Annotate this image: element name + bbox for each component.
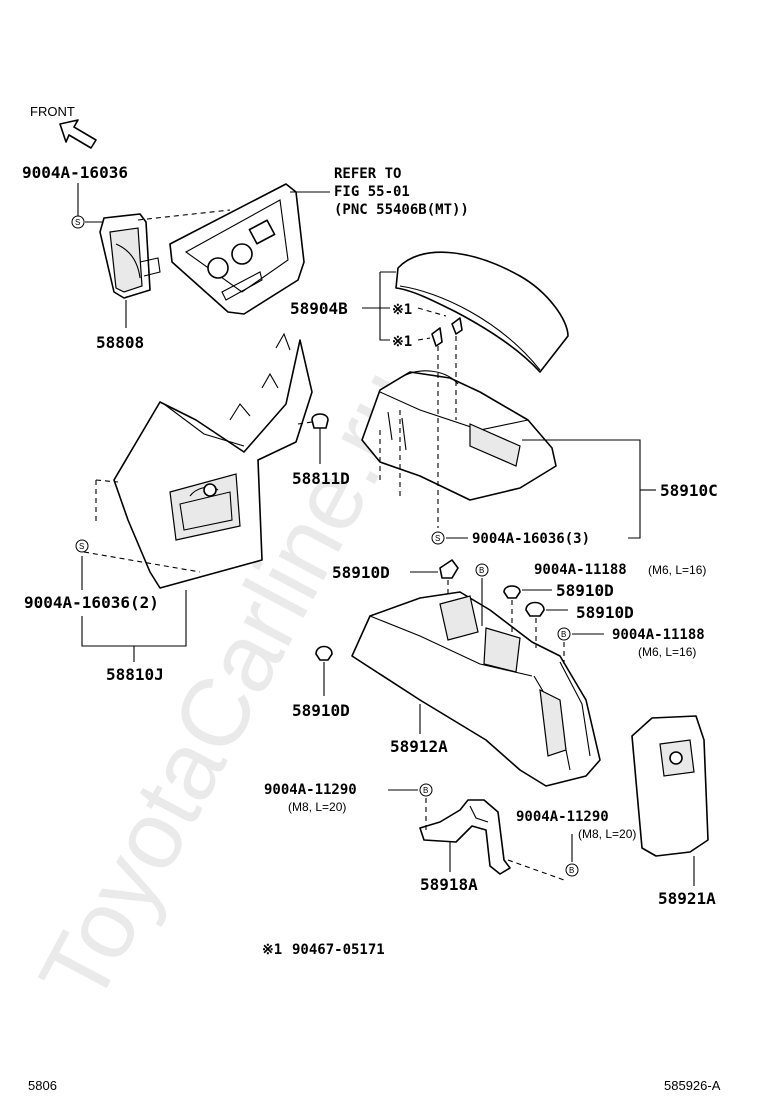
part-58811D-clip <box>311 413 329 464</box>
note-mark: ※1 <box>262 942 282 958</box>
refer-line-3: (PNC 55406B(MT)) <box>334 202 469 218</box>
symbol-screw-console: S <box>431 531 445 545</box>
part-upper-panel <box>169 183 305 315</box>
label-bolt-11188-b: 9004A-11188 <box>612 627 705 643</box>
label-58910C: 58910C <box>660 481 718 500</box>
part-58808-shift-boot <box>99 213 161 299</box>
label-screw-3: 9004A-16036(3) <box>472 531 590 547</box>
front-indicator: FRONT <box>30 104 97 149</box>
label-bolt-11290-a: 9004A-11290 <box>264 782 357 798</box>
label-bolt-11290-b: 9004A-11290 <box>516 809 609 825</box>
label-58921A: 58921A <box>658 889 716 908</box>
label-bolt-11290-a-spec: (M8, L=20) <box>288 800 346 814</box>
bolt-symbol-text: B <box>479 566 484 575</box>
part-58918A-bracket <box>419 799 511 875</box>
part-58904B-armrest-lid <box>395 251 569 373</box>
note-part-number: 90467-05171 <box>292 942 385 958</box>
label-screw-top: 9004A-16036 <box>22 163 128 182</box>
label-bolt-11188-a-spec: (M6, L=16) <box>648 563 706 577</box>
label-bolt-11188-a: 9004A-11188 <box>534 562 627 578</box>
footer-right: 585926-A <box>664 1078 721 1093</box>
symbol-bolt-a: B <box>475 563 489 577</box>
bolt-symbol-text: B <box>423 786 428 795</box>
label-58910D-a: 58910D <box>332 563 390 582</box>
symbol-bolt-d: B <box>565 863 579 877</box>
label-58810J: 58810J <box>106 665 164 684</box>
label-58904B: 58904B <box>290 299 348 318</box>
front-label: FRONT <box>30 104 75 119</box>
fastener-58910D-a <box>439 559 459 579</box>
label-bolt-11188-b-spec: (M6, L=16) <box>638 645 696 659</box>
label-58811D: 58811D <box>292 469 350 488</box>
leader-lines <box>77 183 695 886</box>
front-arrow-icon <box>59 119 97 149</box>
fastener-58910D-c <box>525 601 545 617</box>
refer-line-1: REFER TO <box>334 166 401 182</box>
fastener-58910D-d <box>315 645 333 661</box>
note-mark-1: ※1 <box>392 302 412 318</box>
part-58921A-side-cover <box>631 715 709 857</box>
label-58910D-c: 58910D <box>576 603 634 622</box>
bolt-symbol-text: B <box>569 866 574 875</box>
screw-symbol-text: S <box>435 534 440 543</box>
note-mark-2: ※1 <box>392 334 412 350</box>
part-58910C-console-box <box>361 370 557 501</box>
screw-symbol-text: S <box>75 218 80 227</box>
bolt-symbol-text: B <box>561 630 566 639</box>
label-screw-2: 9004A-16036(2) <box>24 593 159 612</box>
symbol-bolt-b: B <box>557 627 571 641</box>
symbol-screw-lower: S <box>75 539 89 553</box>
label-58918A: 58918A <box>420 875 478 894</box>
label-58808: 58808 <box>96 333 144 352</box>
symbol-bolt-c: B <box>419 783 433 797</box>
refer-line-2: FIG 55-01 <box>334 184 410 200</box>
label-58912A: 58912A <box>390 737 448 756</box>
screw-symbol-text: S <box>79 542 84 551</box>
part-58810J-lower-trim <box>113 332 313 589</box>
label-bolt-11290-b-spec: (M8, L=20) <box>578 827 636 841</box>
symbol-screw-top: S <box>71 215 85 229</box>
label-58910D-d: 58910D <box>292 701 350 720</box>
footer-left: 5806 <box>28 1078 57 1093</box>
part-58912A-console-body <box>351 591 601 787</box>
fastener-58910D-b <box>503 585 521 599</box>
label-58910D-b: 58910D <box>556 581 614 600</box>
